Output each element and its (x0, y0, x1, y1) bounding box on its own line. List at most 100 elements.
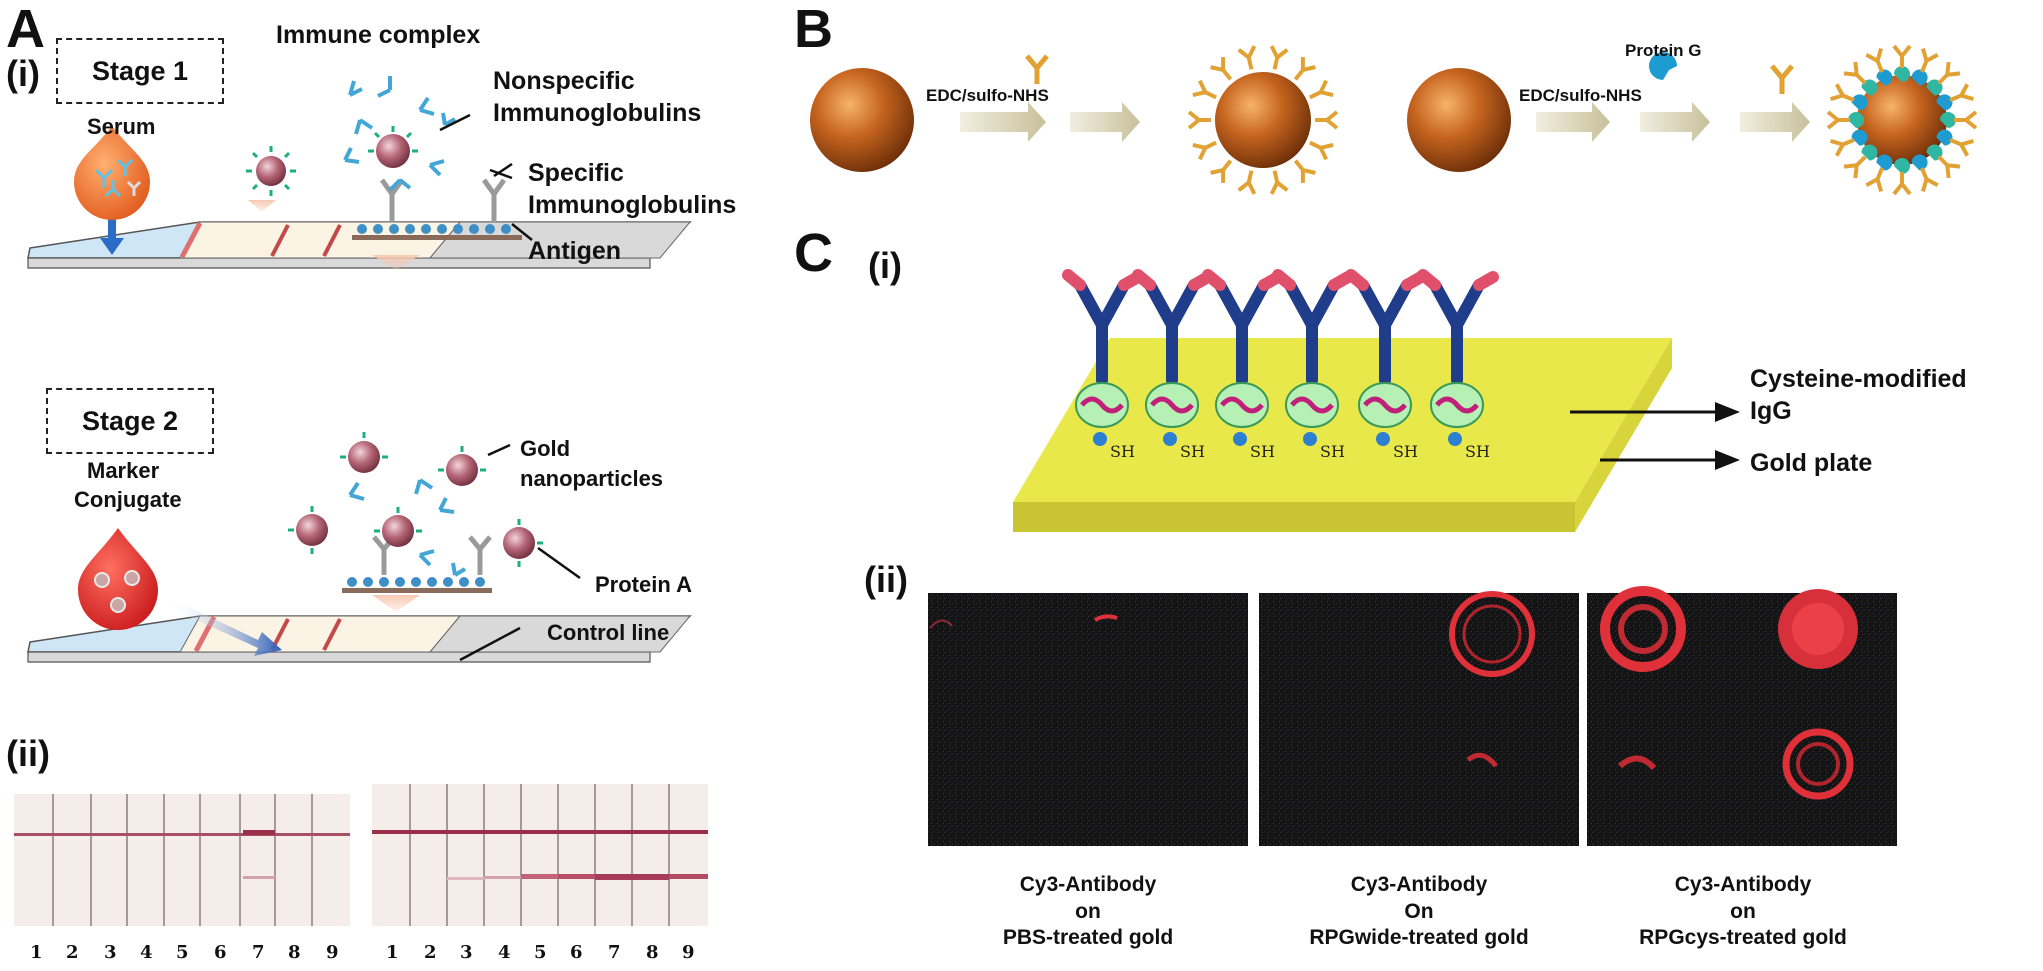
strip-number-left-4: 4 (140, 942, 153, 963)
protein-g-icon (1936, 129, 1953, 146)
protein-g-icon (1876, 154, 1893, 171)
strip-number-right-3: 3 (460, 942, 473, 963)
caption-rpgcys-line3: RPGcys-treated gold (1639, 926, 1847, 950)
antibody-icon (1892, 44, 1912, 68)
nonspecific-label-1: Nonspecific (493, 67, 635, 95)
antibody-icon (1843, 61, 1867, 85)
igg-molecule (1272, 269, 1354, 446)
antibody-icon (1937, 61, 1961, 85)
protein-g-icon (1861, 144, 1878, 161)
antibody-icon (1187, 110, 1211, 130)
protein-g-icon (1911, 154, 1928, 171)
sh-label: SH (1465, 442, 1490, 461)
panel-b-antibody-shell-1 (1187, 45, 1339, 195)
protein-g-icon (1861, 79, 1878, 96)
strip-number-right-2: 2 (424, 942, 437, 963)
antibody-icon (1830, 83, 1855, 102)
marker-drop (78, 528, 158, 630)
strip-number-left-1: 1 (30, 942, 43, 963)
panel-a-sub-i: (i) (6, 53, 40, 94)
antibody-icon (1937, 155, 1961, 179)
caption-pbs-line3: PBS-treated gold (1002, 926, 1174, 950)
protein-g-label: Protein G (1625, 41, 1702, 60)
strip-number-right-9: 9 (682, 942, 695, 963)
gold-nanoparticles-label-1: Gold (520, 436, 571, 461)
panel-a-sub-ii: (ii) (6, 733, 50, 774)
caption-rpgwide: Cy3-Antibody On RPGwide-treated gold (1284, 872, 1554, 952)
antibody-icon (1920, 48, 1939, 73)
immune-complex-stage1 (343, 76, 533, 241)
lateral-flow-photo-right (372, 784, 708, 926)
immune-complex-label: Immune complex (276, 21, 481, 49)
free-conjugate (246, 146, 296, 196)
panel-a-letter: A (6, 0, 45, 59)
antibody-icon (1237, 170, 1257, 195)
caption-rpgwide-line3: RPGwide-treated gold (1309, 926, 1529, 950)
protein-g-icon (1894, 158, 1910, 174)
antibody-icon (1865, 167, 1884, 192)
gold-plate (1013, 338, 1672, 532)
antibody-icon (1892, 172, 1912, 196)
strip-number-left-8: 8 (288, 942, 301, 963)
strip-number-left-3: 3 (104, 942, 117, 963)
antibody-icon (1949, 83, 1974, 102)
fluorescence-image-pbs (928, 593, 1248, 846)
edc-label-2: EDC/sulfo-NHS (1519, 86, 1642, 105)
protein-g-icon (1911, 69, 1928, 86)
protein-g-icon (1848, 112, 1864, 128)
sh-label: SH (1110, 442, 1135, 461)
antibody-icon (1192, 79, 1218, 100)
antibody-icon (1269, 45, 1289, 70)
antibody-icon (1308, 79, 1334, 100)
panel-b-scheme (810, 52, 1947, 172)
edc-label-1: EDC/sulfo-NHS (926, 86, 1049, 105)
protein-g-icon (1851, 94, 1868, 111)
cysteine-igg-array: SH SH SH SH SH SH (1062, 269, 1499, 461)
fluorescence-image-rpgcys (1587, 586, 1897, 846)
strip-number-left-5: 5 (176, 942, 189, 963)
strip-number-right-6: 6 (570, 942, 583, 963)
antibody-icon (1920, 167, 1939, 192)
strip-number-right-8: 8 (646, 942, 659, 963)
antibody-icon (1237, 45, 1257, 70)
strip-number-right-5: 5 (534, 942, 547, 963)
antibody-icon (1826, 110, 1850, 130)
cysteine-igg-label-2: IgG (1750, 397, 1792, 425)
panel-c-sub-i: (i) (868, 245, 902, 286)
marker-arrow (166, 598, 282, 656)
stage1-drop-arrow (100, 218, 124, 255)
protein-a-label: Protein A (595, 572, 692, 597)
antibody-icon (1293, 57, 1316, 81)
antigen-label: Antigen (528, 237, 622, 265)
stage2-box: Stage 2 (46, 388, 214, 454)
stage1-box: Stage 1 (56, 38, 224, 104)
antibody-icon (1949, 138, 1974, 157)
protein-g-icon (1936, 94, 1953, 111)
sh-label: SH (1320, 442, 1345, 461)
antibody-icon (1954, 110, 1978, 130)
panel-b-letter: B (794, 0, 833, 59)
strip-number-left-6: 6 (214, 942, 227, 963)
gold-nanoparticles-label-2: nanoparticles (520, 466, 664, 491)
strip-number-right-4: 4 (498, 942, 511, 963)
caption-pbs-line1: Cy3-Antibody (1019, 873, 1157, 896)
panel-c-letter: C (794, 223, 833, 283)
strip-number-left-7: 7 (252, 942, 265, 963)
caption-pbs-line2: on (1075, 899, 1101, 923)
antibody-icon (1293, 159, 1316, 183)
strip-number-left-2: 2 (66, 942, 79, 963)
lateral-flow-photo-left (14, 794, 350, 926)
igg-molecule (1062, 269, 1144, 446)
protein-g-icon (1926, 79, 1943, 96)
panel-b-antibody-shell-2 (1826, 44, 1978, 196)
antibody-icon (1843, 155, 1867, 179)
strip-number-left-9: 9 (326, 942, 339, 963)
caption-rpgcys-line2: on (1730, 899, 1756, 923)
antibody-icon (1830, 138, 1855, 157)
igg-molecule (1345, 269, 1427, 446)
nonspecific-label-2: Immunoglobulins (493, 99, 702, 127)
control-line-label: Control line (547, 620, 670, 645)
antibody-icon (1865, 48, 1884, 73)
immune-complex-stage2 (288, 432, 581, 662)
